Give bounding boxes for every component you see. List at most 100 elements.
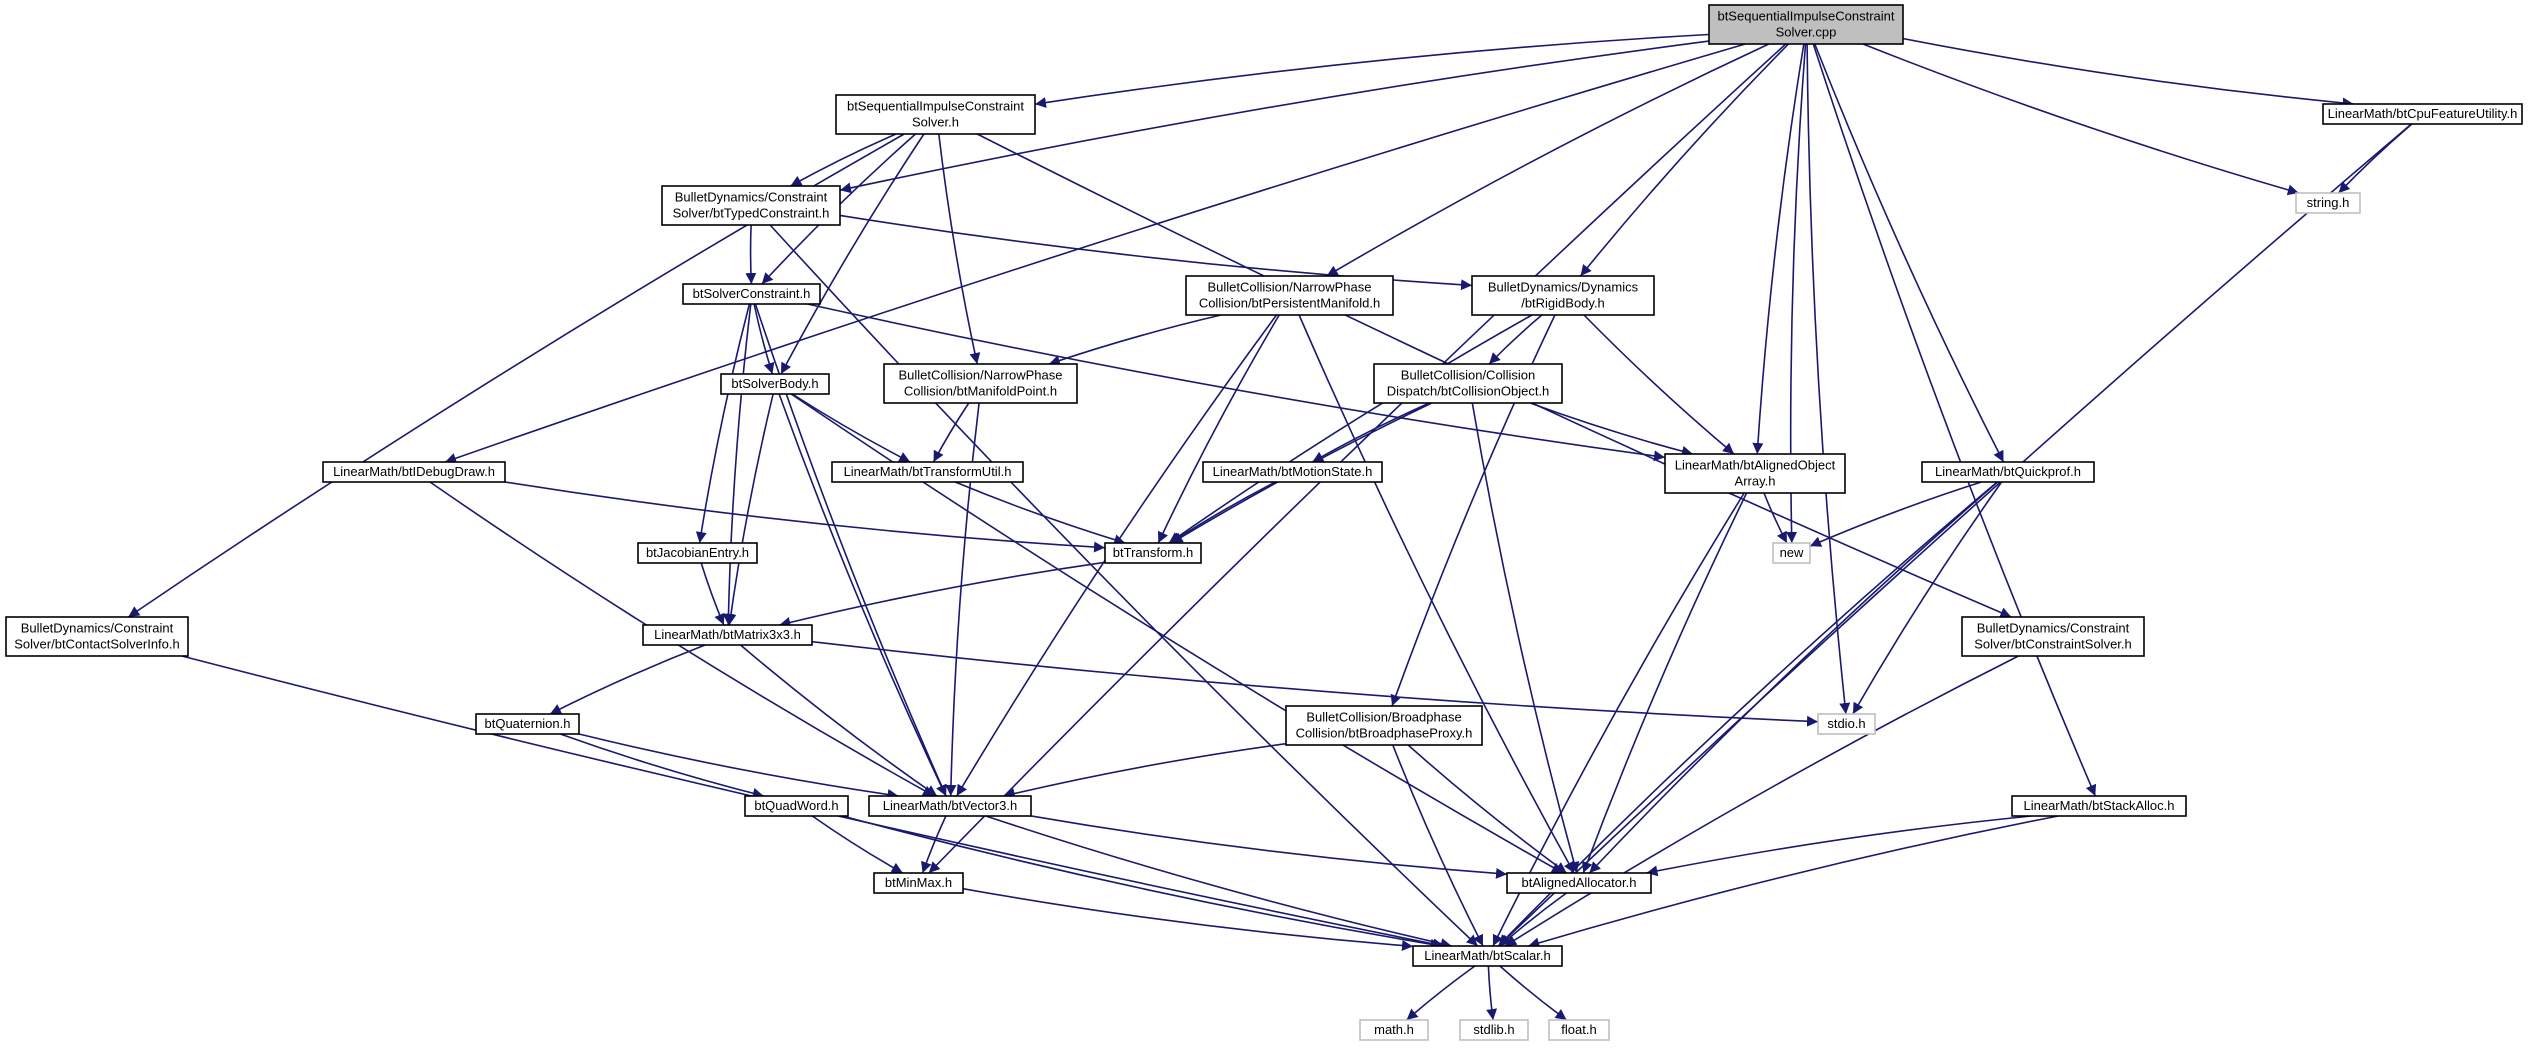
node-label: btSolverBody.h <box>731 376 818 391</box>
edge-quadword-to-scalar <box>842 815 1442 950</box>
edge-constraintsolver-to-scalar <box>1504 655 2019 947</box>
edge-transformutil-to-transform <box>954 481 1126 546</box>
edge-cpufeature-to-scalar <box>1498 123 2412 947</box>
node-label: LinearMath/btIDebugDraw.h <box>333 464 495 479</box>
edge-root-to-rigidbody <box>1579 43 1790 277</box>
node-stackalloc[interactable]: LinearMath/btStackAlloc.h <box>2011 795 2187 817</box>
node-box <box>831 461 1024 483</box>
node-jacobianentry[interactable]: btJacobianEntry.h <box>637 542 758 564</box>
node-collisionobject[interactable]: BulletCollision/CollisionDispatch/btColl… <box>1373 363 1563 404</box>
edge-quickprof-to-new <box>1809 481 1982 547</box>
node-box <box>642 624 813 646</box>
edge-broadphaseproxy-to-alignedallocator <box>1407 744 1568 874</box>
node-transformutil[interactable]: LinearMath/btTransformUtil.h <box>831 461 1024 483</box>
node-persistentmanifold[interactable]: BulletCollision/NarrowPhaseCollision/btP… <box>1185 275 1394 316</box>
node-label: btSequentialImpulseConstraint <box>1717 9 1894 24</box>
node-label: BulletDynamics/Constraint <box>675 190 828 205</box>
node-constraintsolver[interactable]: BulletDynamics/ConstraintSolver/btConstr… <box>1961 616 2145 657</box>
edge-root-to-persistentmanifold <box>1326 43 1770 277</box>
node-box <box>1817 713 1876 735</box>
node-box <box>661 185 841 226</box>
node-label: LinearMath/btAlignedObject <box>1675 458 1836 473</box>
node-label: float.h <box>1561 1022 1596 1037</box>
node-label: BulletDynamics/Constraint <box>1977 621 2130 636</box>
dependency-edges <box>127 33 2413 1021</box>
node-box <box>1459 1019 1529 1041</box>
node-label: /btRigidBody.h <box>1521 296 1605 311</box>
edge-root-to-typedconstraint <box>839 40 1710 194</box>
edge-quickprof-to-stdio_h <box>1852 481 2003 715</box>
node-quaternion[interactable]: btQuaternion.h <box>475 713 580 735</box>
node-solverbody[interactable]: btSolverBody.h <box>720 373 830 395</box>
node-label: btAlignedAllocator.h <box>1522 875 1637 890</box>
node-label: Collision/btBroadphaseProxy.h <box>1296 726 1473 741</box>
node-box <box>1104 542 1202 564</box>
node-label: Solver/btTypedConstraint.h <box>673 206 830 221</box>
node-typedconstraint[interactable]: BulletDynamics/ConstraintSolver/btTypedC… <box>661 185 841 226</box>
node-solverconstraint[interactable]: btSolverConstraint.h <box>682 283 821 305</box>
edge-solverconstraint-to-solverbody <box>753 303 775 375</box>
node-vector3[interactable]: LinearMath/btVector3.h <box>868 795 1032 817</box>
edge-root-to-sicsolver_h <box>1034 33 1710 108</box>
edge-root-to-alignedobjectarray <box>1752 43 1805 455</box>
edge-cpufeature-to-string_h <box>2338 123 2413 194</box>
node-alignedallocator[interactable]: btAlignedAllocator.h <box>1506 872 1652 894</box>
node-box <box>1961 616 2145 657</box>
node-matrix3x3[interactable]: LinearMath/btMatrix3x3.h <box>642 624 813 646</box>
node-label: Solver.h <box>912 115 959 130</box>
edge-persistentmanifold-to-manifoldpoint <box>1048 314 1222 366</box>
edge-broadphaseproxy-to-scalar <box>1392 744 1484 947</box>
node-contactsolverinfo[interactable]: BulletDynamics/ConstraintSolver/btContac… <box>5 616 189 657</box>
node-box <box>637 542 758 564</box>
node-debugdraw[interactable]: LinearMath/btIDebugDraw.h <box>322 461 506 483</box>
node-scalar[interactable]: LinearMath/btScalar.h <box>1412 945 1563 967</box>
node-box <box>5 616 189 657</box>
node-quickprof[interactable]: LinearMath/btQuickprof.h <box>1921 461 2095 483</box>
node-box <box>1359 1019 1429 1041</box>
node-label: stdio.h <box>1827 716 1865 731</box>
node-box <box>322 461 506 483</box>
edge-stackalloc-to-scalar <box>1528 815 2059 949</box>
node-label: LinearMath/btCpuFeatureUtility.h <box>2328 106 2518 121</box>
node-box <box>2322 103 2523 125</box>
node-motionstate[interactable]: LinearMath/btMotionState.h <box>1202 461 1383 483</box>
node-box <box>1506 872 1652 894</box>
node-box <box>682 283 821 305</box>
edge-solverconstraint-to-matrix3x3 <box>722 303 752 626</box>
node-box <box>2295 192 2361 214</box>
edge-persistentmanifold-to-transform <box>1157 314 1280 544</box>
node-manifoldpoint[interactable]: BulletCollision/NarrowPhaseCollision/btM… <box>883 363 1078 404</box>
node-label: BulletCollision/NarrowPhase <box>898 368 1062 383</box>
node-box <box>1921 461 2095 483</box>
node-label: new <box>1780 545 1804 560</box>
edge-solverbody-to-transformutil <box>791 393 911 463</box>
node-broadphaseproxy[interactable]: BulletCollision/BroadphaseCollision/btBr… <box>1285 705 1483 746</box>
edge-root-to-stackalloc <box>1812 43 2097 797</box>
edge-matrix3x3-to-stdio_h <box>811 640 1819 727</box>
node-cpufeature[interactable]: LinearMath/btCpuFeatureUtility.h <box>2322 103 2523 125</box>
edge-manifoldpoint-to-transformutil <box>932 402 970 463</box>
node-rigidbody[interactable]: BulletDynamics/Dynamics/btRigidBody.h <box>1471 275 1655 316</box>
edge-solverconstraint-to-vector3 <box>754 303 947 797</box>
node-minmax[interactable]: btMinMax.h <box>873 872 964 894</box>
edge-root-to-string_h <box>1862 43 2300 196</box>
node-label: btSolverConstraint.h <box>693 286 811 301</box>
node-label: btSequentialImpulseConstraint <box>847 99 1024 114</box>
node-label: LinearMath/btStackAlloc.h <box>2023 798 2174 813</box>
node-transform[interactable]: btTransform.h <box>1104 542 1202 564</box>
node-box <box>744 795 849 817</box>
node-box <box>1772 542 1811 564</box>
node-label: Solver.cpp <box>1776 25 1837 40</box>
node-label: btQuaternion.h <box>484 716 570 731</box>
edge-root-to-quickprof <box>1814 43 2005 463</box>
node-box <box>475 713 580 735</box>
node-quadword[interactable]: btQuadWord.h <box>744 795 849 817</box>
node-box <box>868 795 1032 817</box>
node-label: LinearMath/btVector3.h <box>883 798 1017 813</box>
node-label: BulletDynamics/Dynamics <box>1488 280 1639 295</box>
node-box <box>720 373 830 395</box>
